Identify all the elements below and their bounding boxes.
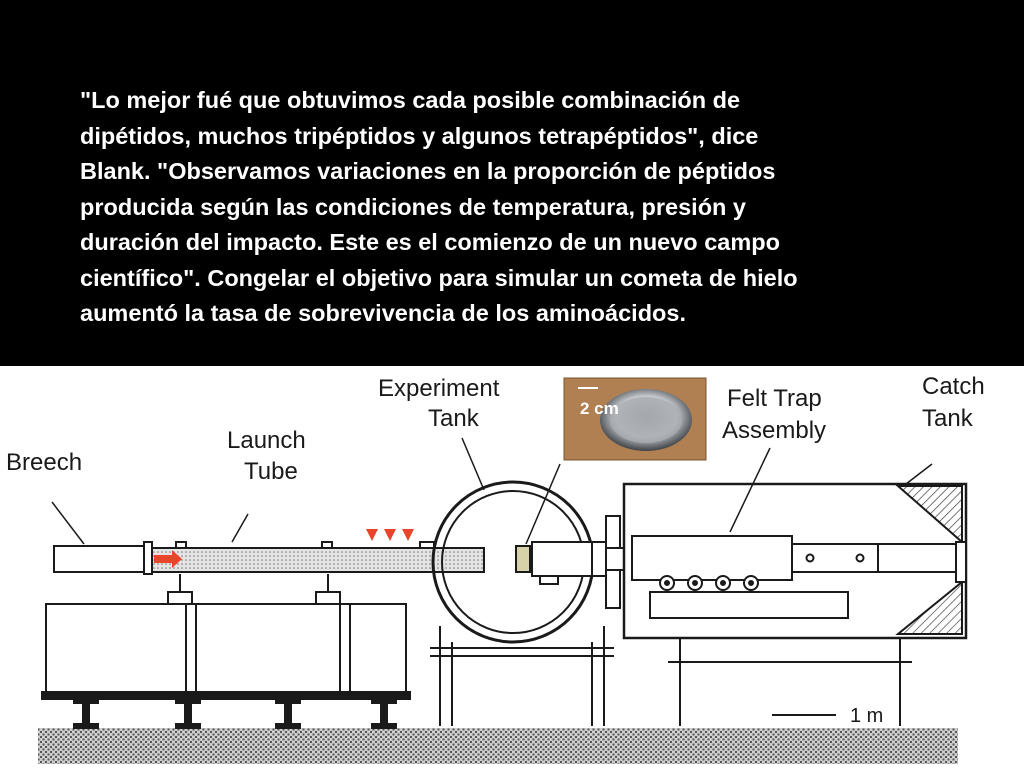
ground-strip [38, 728, 958, 764]
impact-marker-icon [366, 529, 378, 541]
projectile-arrow-icon [154, 550, 182, 568]
label-felt-trap-line2: Assembly [722, 417, 826, 444]
leader-lines [51, 437, 933, 545]
scale-bar: 1 m [772, 705, 883, 727]
launch-bench [41, 574, 411, 729]
hypervelocity-gun-diagram: Breech Launch Tube Experiment Tank Felt … [0, 366, 1024, 768]
label-launch-tube-line1: Launch [227, 427, 306, 454]
scale-bar-label: 1 m [850, 705, 883, 727]
quote-line: duración del impacto. Este es el comienz… [80, 229, 780, 255]
impact-marker-icon [402, 529, 414, 541]
catch-tank [622, 482, 968, 726]
label-felt-trap-line1: Felt Trap [727, 385, 822, 412]
quote-line: Blank. "Observamos variaciones en la pro… [80, 158, 776, 184]
launch-tube [53, 541, 485, 575]
quote-line: aumentó la tasa de sobrevivencia de los … [80, 300, 686, 326]
label-experiment-tank-line2: Tank [428, 405, 480, 432]
impact-marker-icon [384, 529, 396, 541]
label-experiment-tank-line1: Experiment [378, 375, 500, 402]
quote-line: "Lo mejor fué que obtuvimos cada posible… [80, 87, 741, 113]
quote-text: "Lo mejor fué que obtuvimos cada posible… [80, 83, 980, 332]
quote-line: producida según las condiciones de tempe… [80, 193, 746, 220]
label-breech: Breech [6, 449, 82, 476]
impact-markers [366, 529, 414, 541]
label-launch-tube-line2: Tube [244, 458, 298, 485]
photo-scale-label: 2 cm [580, 399, 619, 418]
label-catch-tank-line2: Tank [922, 405, 974, 432]
quote-line: científico". Congelar el objetivo para s… [80, 264, 798, 291]
label-catch-tank-line1: Catch [922, 373, 985, 400]
quote-line: dipétidos, muchos tripéptidos y algunos … [80, 122, 759, 149]
target-photo: 2 cm [563, 377, 707, 461]
